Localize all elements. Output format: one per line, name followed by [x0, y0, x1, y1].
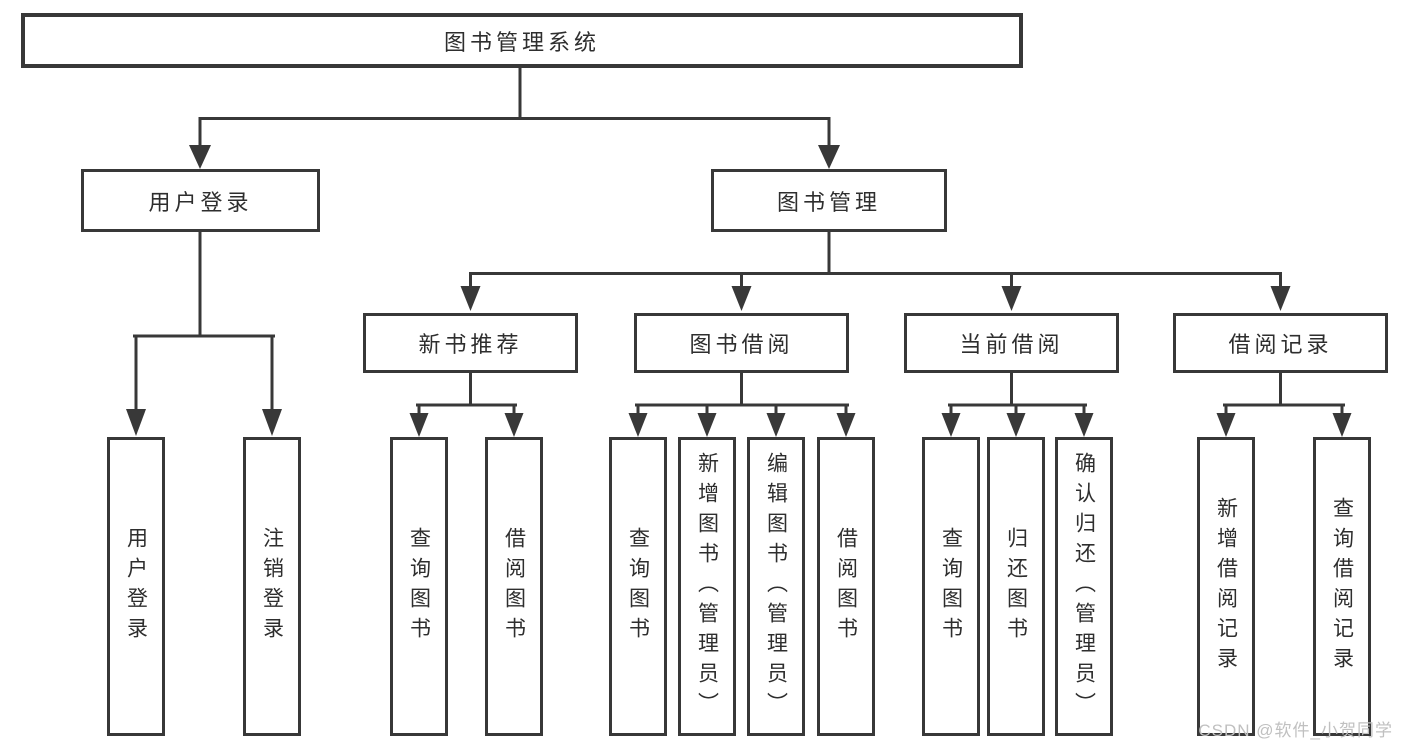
leaf-borrow-book-1: 借阅图书 — [485, 437, 543, 736]
node-label: 查询图书 — [939, 526, 963, 647]
csdn-watermark: CSDN @软件_小贺同学 — [1198, 721, 1393, 740]
node-label: 注销登录 — [260, 526, 284, 647]
node-user-login: 用户登录 — [81, 169, 320, 232]
node-new-book-recommend: 新书推荐 — [363, 313, 578, 373]
node-label: 当前借阅 — [959, 332, 1064, 357]
node-label: 归还图书 — [1004, 526, 1028, 647]
connector-book-borrow-to-leaves — [628, 371, 856, 437]
leaf-edit-book-admin: 编辑图书（管理员） — [747, 437, 805, 736]
leaf-return-book: 归还图书 — [987, 437, 1045, 736]
node-label: 查询图书 — [626, 526, 650, 647]
leaf-logout: 注销登录 — [243, 437, 301, 736]
node-label: 图书管理 — [776, 189, 881, 215]
connector-new-book-to-leaves — [409, 371, 524, 437]
node-label: 借阅记录 — [1228, 332, 1333, 357]
node-label: 编辑图书（管理员） — [764, 451, 788, 722]
leaf-query-borrow-record: 查询借阅记录 — [1313, 437, 1371, 736]
node-label: 新书推荐 — [418, 332, 523, 357]
connector-current-borrow-to-leaves — [941, 371, 1094, 437]
connector-book-management-to-level3 — [460, 229, 1291, 311]
node-book-management: 图书管理 — [711, 169, 947, 232]
node-label: 新增借阅记录 — [1214, 496, 1238, 677]
leaf-user-login: 用户登录 — [107, 437, 165, 736]
node-library-management-system: 图书管理系统 — [21, 13, 1023, 68]
node-borrow-record: 借阅记录 — [1173, 313, 1388, 373]
node-label: 用户登录 — [148, 189, 253, 215]
connector-borrow-record-to-leaves — [1216, 371, 1352, 437]
leaf-add-borrow-record: 新增借阅记录 — [1197, 437, 1255, 736]
node-label: 图书借阅 — [689, 332, 794, 357]
node-label: 新增图书（管理员） — [695, 451, 719, 722]
leaf-confirm-return-admin: 确认归还（管理员） — [1055, 437, 1113, 736]
leaf-query-book-3: 查询图书 — [922, 437, 980, 736]
leaf-query-book-1: 查询图书 — [390, 437, 448, 736]
node-book-borrow: 图书借阅 — [634, 313, 849, 373]
connector-user-login-to-leaves — [126, 229, 282, 436]
node-current-borrow: 当前借阅 — [904, 313, 1119, 373]
node-label: 用户登录 — [124, 526, 148, 647]
node-label: 借阅图书 — [502, 526, 526, 647]
leaf-query-book-2: 查询图书 — [609, 437, 667, 736]
node-label: 借阅图书 — [834, 526, 858, 647]
node-label: 查询图书 — [407, 526, 431, 647]
leaf-borrow-book-2: 借阅图书 — [817, 437, 875, 736]
leaf-add-book-admin: 新增图书（管理员） — [678, 437, 736, 736]
node-label: 确认归还（管理员） — [1072, 451, 1096, 722]
connector-root-to-level2 — [189, 64, 840, 169]
node-label: 查询借阅记录 — [1330, 496, 1354, 677]
node-label: 图书管理系统 — [443, 29, 600, 55]
